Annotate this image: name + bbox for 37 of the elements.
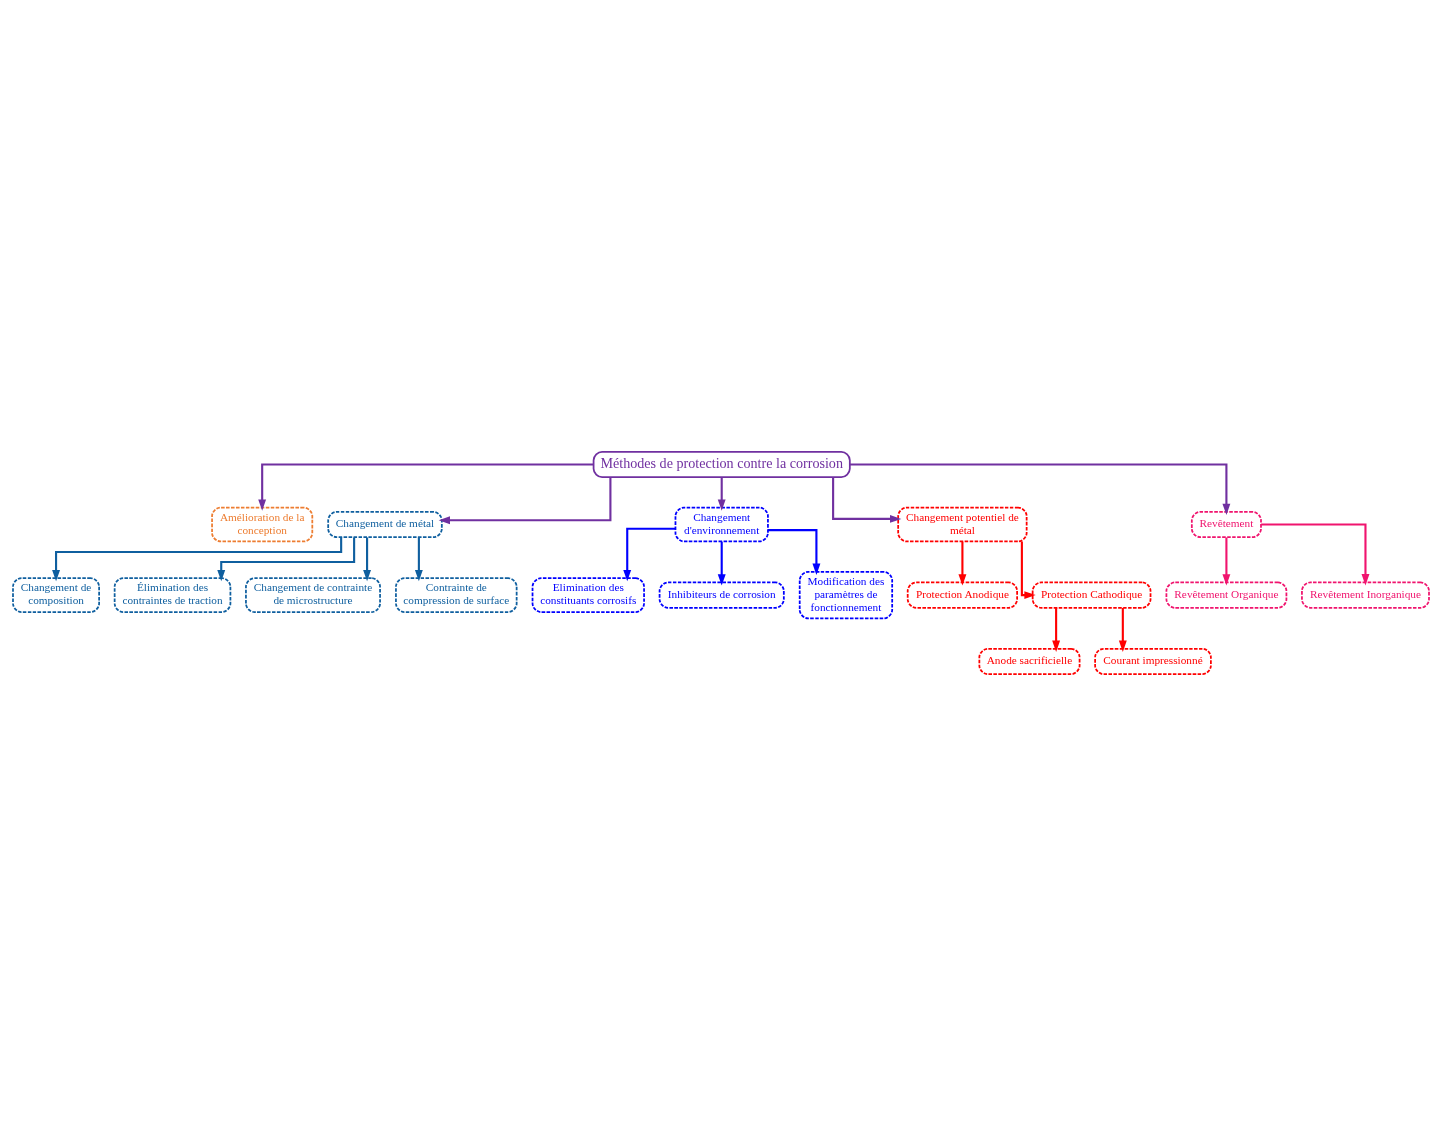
node-box: Revêtement — [1190, 510, 1262, 538]
node-box: Inhibiteurs de corrosion — [658, 581, 785, 609]
arrow — [767, 528, 821, 575]
node-box: Protection Cathodique — [1031, 581, 1152, 609]
node-box: Elimination des constituants corrosifs — [531, 576, 645, 613]
arrow — [1222, 537, 1231, 585]
node-box: Changement de composition — [12, 576, 100, 613]
node-box: Changement potentiel de métal — [897, 506, 1028, 542]
arrow — [52, 536, 343, 581]
node-box: Revêtement Organique — [1165, 581, 1288, 609]
node-box: Changement de contrainte de microstructure — [245, 576, 381, 613]
node-box: Amélioration de la conception — [211, 506, 314, 542]
node-box: Protection Anodique — [906, 581, 1018, 609]
arrow — [414, 537, 423, 581]
arrow — [1020, 541, 1036, 599]
arrow — [623, 527, 676, 581]
node-box: Changement de métal — [327, 510, 443, 538]
arrow — [217, 536, 356, 581]
arrow — [1261, 522, 1370, 585]
arrow — [717, 476, 726, 511]
arrow — [832, 476, 902, 523]
node-box: Méthodes de protection contre la corrosion — [592, 450, 851, 478]
node-box: Élimination des contraintes de traction — [113, 576, 232, 613]
node-box: Anode sacrificielle — [978, 647, 1081, 675]
arrow — [717, 541, 726, 586]
node-box: Courant impressionné — [1094, 647, 1212, 675]
node-box: Revêtement Inorganique — [1301, 581, 1430, 609]
arrow — [258, 462, 594, 511]
arrow — [1052, 607, 1061, 652]
arrow — [958, 541, 967, 586]
arrow — [438, 476, 612, 524]
node-box: Contrainte de compression de surface — [395, 576, 518, 613]
arrow — [363, 537, 372, 581]
arrow — [1118, 607, 1127, 652]
node-box: Modification des paramètres de fonctionnement — [798, 570, 894, 619]
arrow — [850, 462, 1231, 515]
node-box: Changement d'environnement — [674, 506, 769, 542]
